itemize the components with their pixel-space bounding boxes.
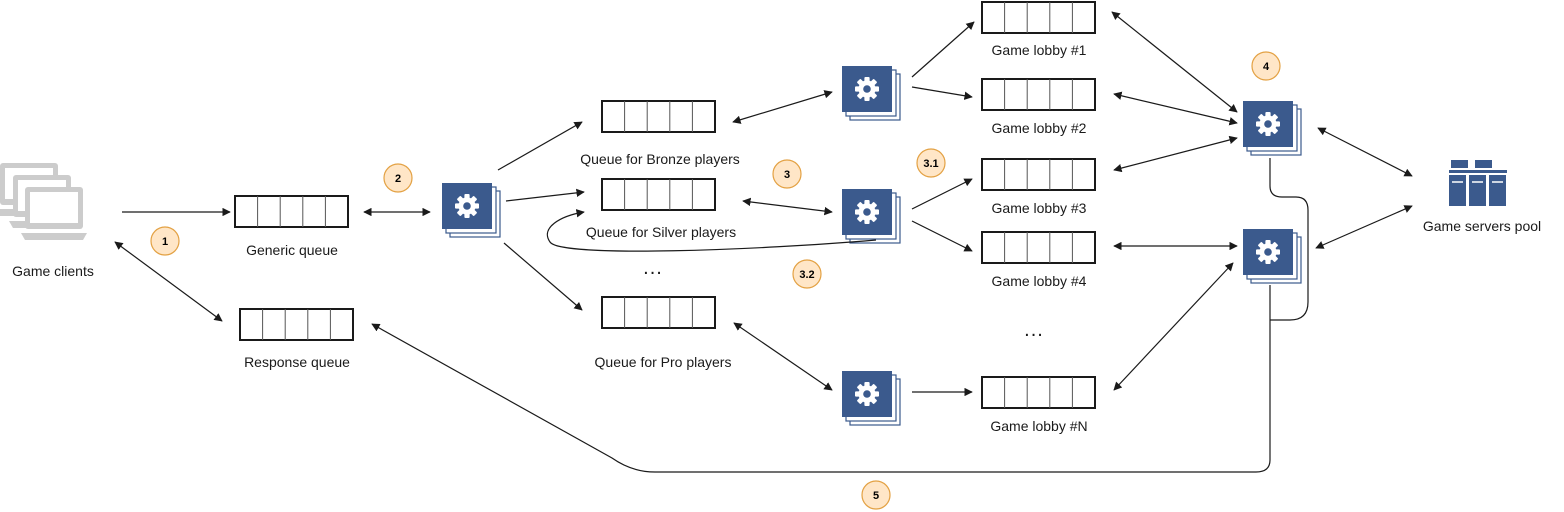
lobby2-label: Game lobby #2 bbox=[992, 120, 1087, 136]
bronze-service-gear-icon bbox=[841, 65, 901, 121]
lobby4-queue-icon bbox=[981, 231, 1096, 264]
lobby3-queue-icon bbox=[981, 158, 1096, 191]
step-badge-3-1: 3.1 bbox=[916, 148, 946, 178]
lobby3-label: Game lobby #3 bbox=[992, 200, 1087, 216]
lobby-service-upper-gear-icon bbox=[1242, 100, 1302, 156]
step-badge-3-text: 3 bbox=[784, 169, 790, 181]
game-servers-pool-label: Game servers pool bbox=[1423, 218, 1541, 234]
step-badge-5-text: 5 bbox=[873, 490, 879, 502]
bronze-queue-icon bbox=[601, 100, 716, 133]
response-queue-label: Response queue bbox=[244, 354, 350, 370]
lobby1-label: Game lobby #1 bbox=[992, 42, 1087, 58]
step-badge-5: 5 bbox=[861, 480, 891, 510]
bronze-queue-label: Queue for Bronze players bbox=[580, 151, 740, 167]
step-badge-3-2-text: 3.2 bbox=[799, 269, 814, 281]
lobby4-label: Game lobby #4 bbox=[992, 273, 1087, 289]
lobby2-queue-icon bbox=[981, 78, 1096, 111]
game-clients-label: Game clients bbox=[12, 263, 94, 279]
lobbyN-queue-icon bbox=[981, 376, 1096, 409]
silver-service-gear-icon bbox=[841, 188, 901, 244]
step-badge-4-text: 4 bbox=[1263, 61, 1270, 73]
matchmaker-service-gear-icon bbox=[441, 182, 501, 238]
lobby1-queue-icon bbox=[981, 1, 1096, 34]
computer-stack-icon bbox=[0, 163, 87, 240]
connectors bbox=[114, 11, 1413, 473]
pro-service-gear-icon bbox=[841, 370, 901, 426]
generic-queue-label: Generic queue bbox=[246, 242, 338, 258]
silver-queue-icon bbox=[601, 178, 716, 211]
step-badge-1-text: 1 bbox=[162, 236, 168, 248]
pro-queue-label: Queue for Pro players bbox=[595, 354, 732, 370]
step-badge-3: 3 bbox=[772, 159, 802, 189]
silver-queue-label: Queue for Silver players bbox=[586, 224, 736, 240]
step-badge-1: 1 bbox=[150, 226, 180, 256]
queues-ellipsis: ... bbox=[643, 257, 663, 279]
step-badge-4: 4 bbox=[1251, 51, 1281, 81]
lobbies-ellipsis: ... bbox=[1024, 319, 1044, 341]
response-queue-icon bbox=[239, 308, 354, 341]
step-badge-3-2: 3.2 bbox=[792, 259, 822, 289]
step-badge-3-1-text: 3.1 bbox=[923, 158, 938, 170]
pro-queue-icon bbox=[601, 296, 716, 329]
step-badge-2: 2 bbox=[383, 163, 413, 193]
lobbyN-label: Game lobby #N bbox=[990, 418, 1087, 434]
generic-queue-icon bbox=[234, 195, 349, 228]
step-badge-2-text: 2 bbox=[395, 173, 401, 185]
server-rack-icon bbox=[1449, 160, 1507, 206]
lobby-service-lower-gear-icon bbox=[1242, 228, 1302, 284]
